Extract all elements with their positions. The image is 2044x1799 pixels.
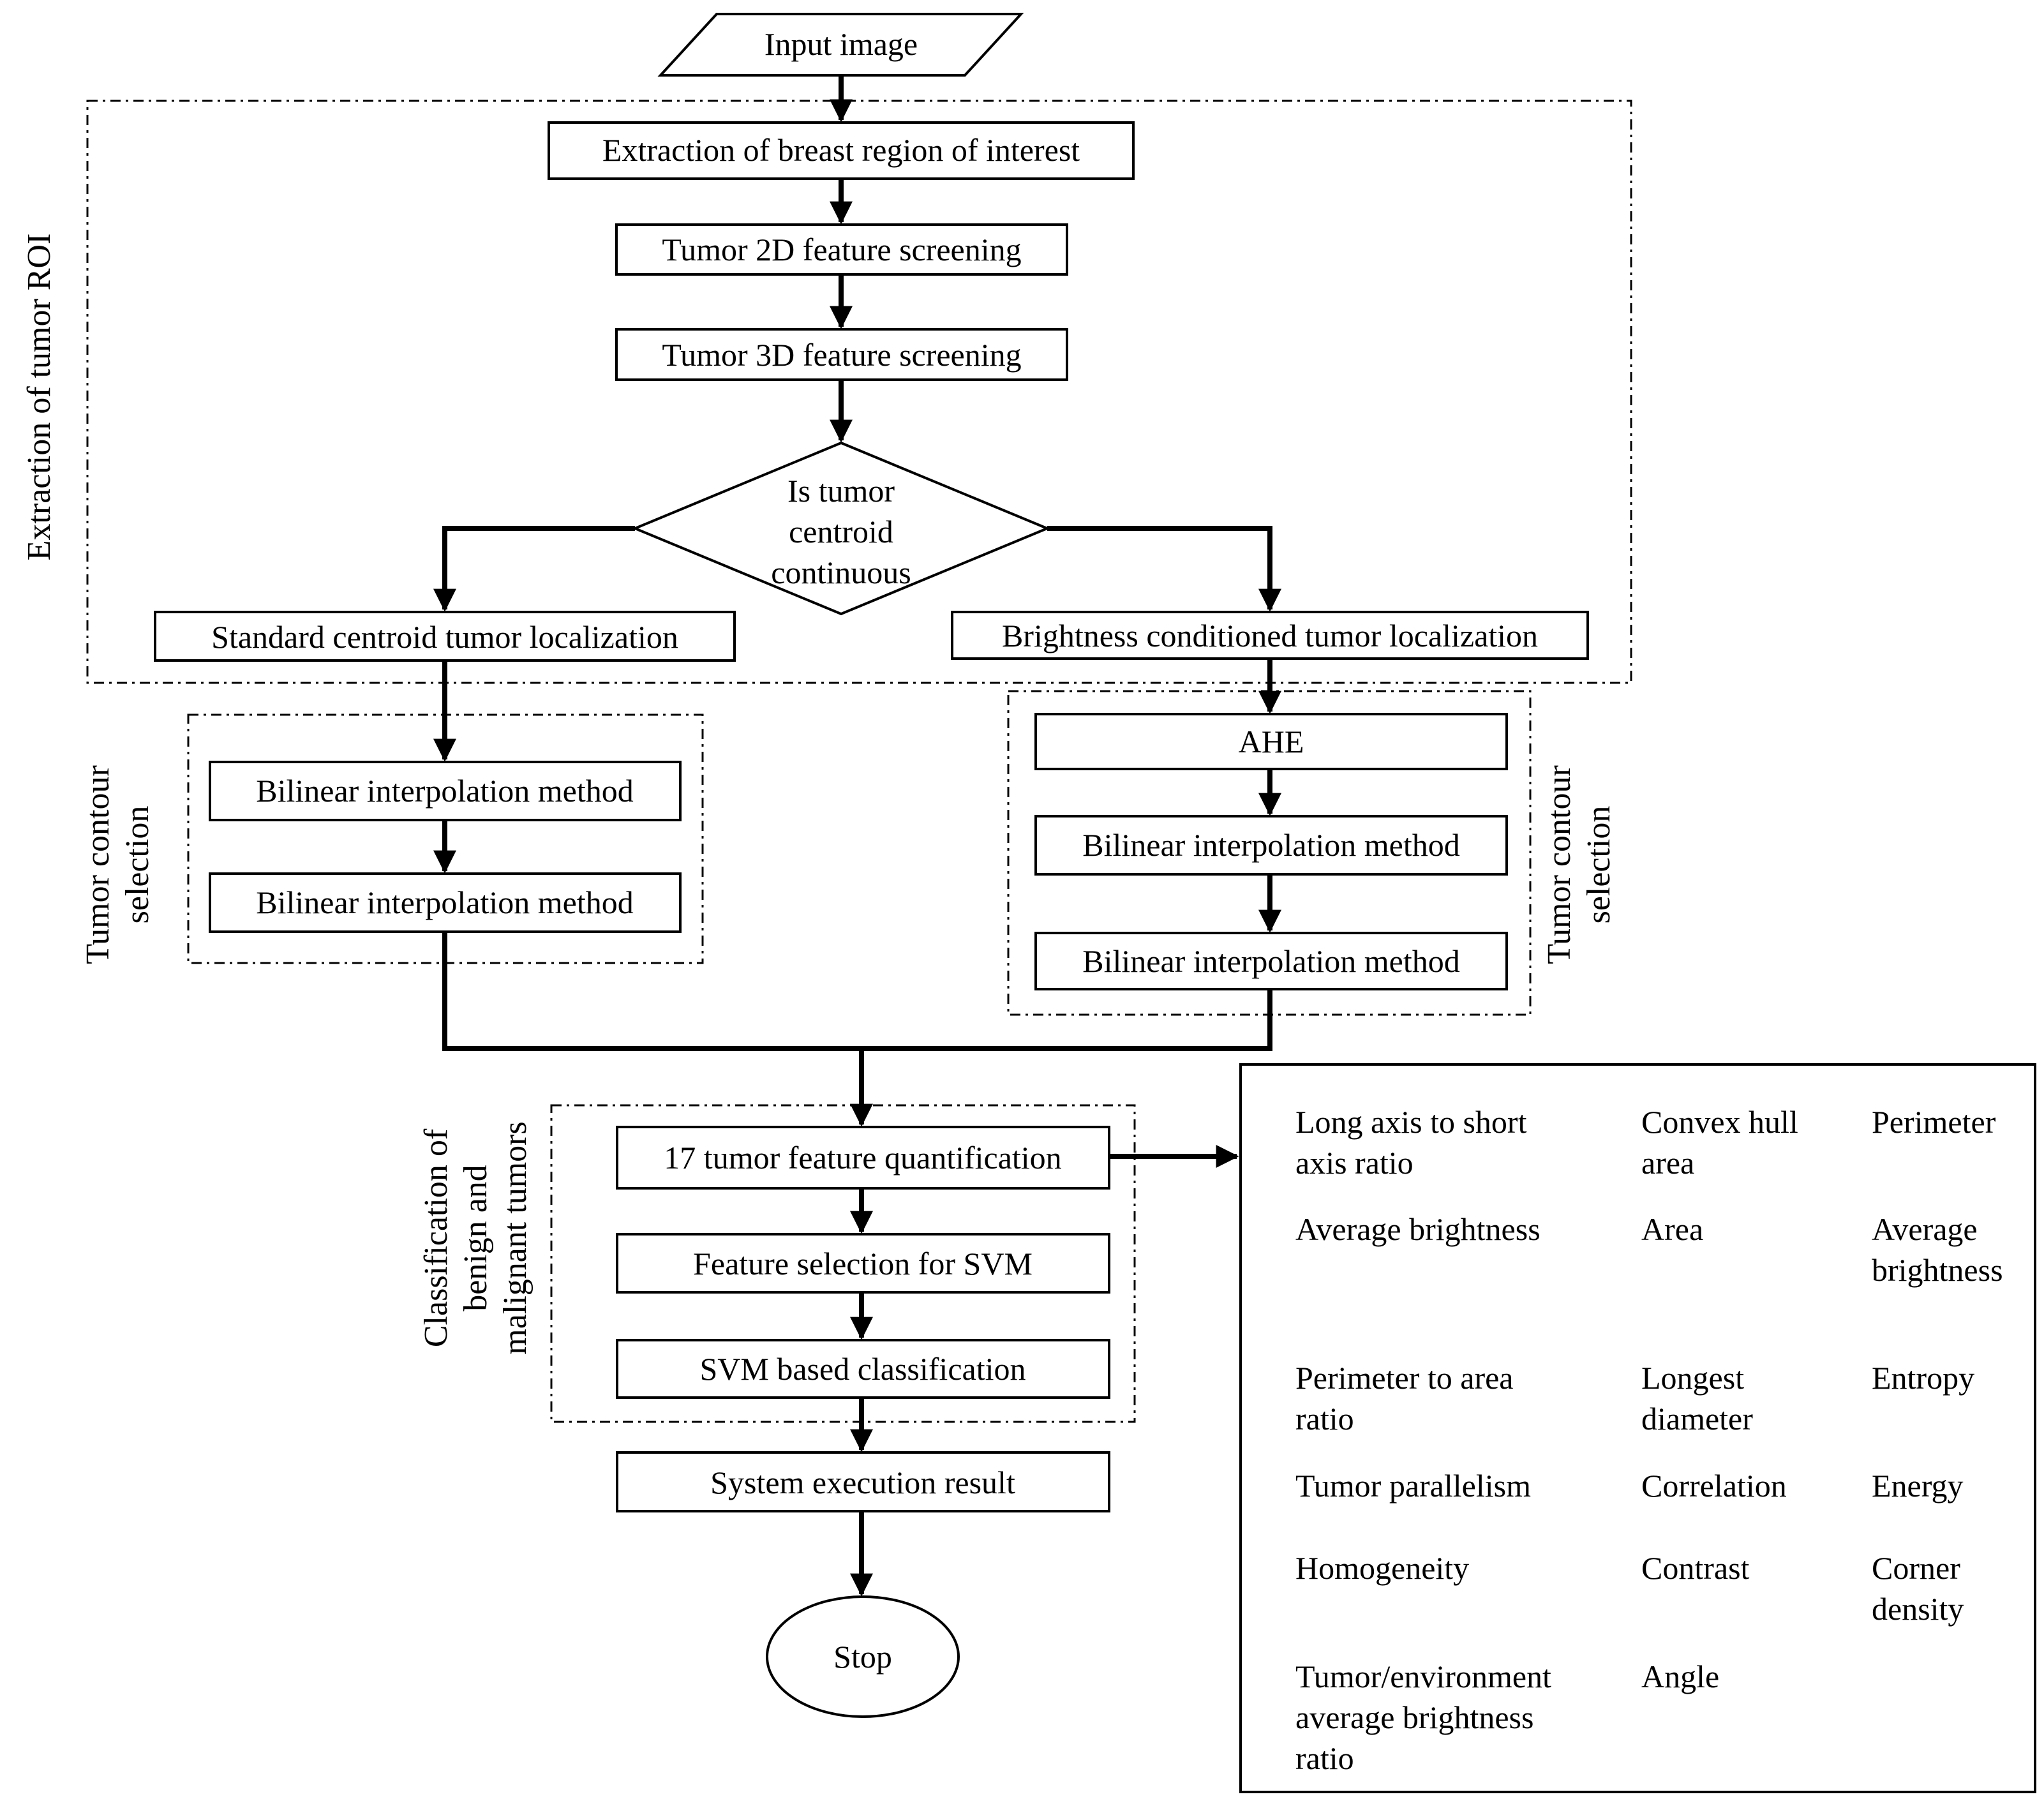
feature-item: Average brightness bbox=[1295, 1211, 1540, 1247]
stop-node bbox=[766, 1595, 960, 1718]
svm-classification-node bbox=[616, 1339, 1110, 1399]
roi-group-box bbox=[86, 100, 1632, 684]
feature-item: ratio bbox=[1295, 1401, 1354, 1437]
feature-item: ratio bbox=[1295, 1740, 1354, 1776]
feature-selection-node bbox=[616, 1233, 1110, 1294]
feature-item: Energy bbox=[1872, 1468, 1963, 1504]
feature-item: Average bbox=[1872, 1211, 1978, 1247]
feature-item: Entropy bbox=[1872, 1360, 1974, 1396]
extract-breast-label: Extraction of breast region of interest bbox=[602, 132, 1080, 168]
left-bilinear-2-node bbox=[209, 872, 682, 933]
feature-item: axis ratio bbox=[1295, 1145, 1414, 1181]
feature-item: Convex hull bbox=[1641, 1104, 1798, 1140]
feature-item: Tumor/environment bbox=[1295, 1659, 1551, 1694]
roi-group-label: Extraction of tumor ROI bbox=[21, 234, 57, 561]
arrow-decision-to-standard bbox=[433, 526, 635, 612]
quantification-label: 17 tumor feature quantification bbox=[664, 1140, 1061, 1176]
contour-right-group-label-2: selection bbox=[1581, 806, 1617, 924]
feature-item: average brightness bbox=[1295, 1699, 1533, 1735]
right-bilinear-2-label: Bilinear interpolation method bbox=[1082, 943, 1460, 979]
input-image-node bbox=[657, 13, 1024, 77]
features-panel bbox=[1239, 1063, 2036, 1793]
input-image-label: Input image bbox=[765, 26, 918, 62]
decision-label-line-2: centroid bbox=[789, 514, 893, 549]
classification-group-label-2: benign and bbox=[458, 1165, 494, 1311]
feature-selection-label: Feature selection for SVM bbox=[693, 1246, 1033, 1281]
svm-classification-label: SVM based classification bbox=[699, 1351, 1026, 1387]
screen-2d-label: Tumor 2D feature screening bbox=[662, 232, 1021, 267]
feature-item: Angle bbox=[1641, 1659, 1719, 1694]
left-bilinear-1-node bbox=[209, 761, 682, 821]
quantification-node bbox=[616, 1126, 1110, 1190]
right-bilinear-2-node bbox=[1034, 932, 1508, 990]
feature-item: Long axis to short bbox=[1295, 1104, 1527, 1140]
feature-item: Tumor parallelism bbox=[1295, 1468, 1531, 1504]
decision-label-line-3: continuous bbox=[771, 555, 911, 590]
feature-item: area bbox=[1641, 1145, 1694, 1181]
stop-label: Stop bbox=[833, 1639, 892, 1675]
screen-3d-node bbox=[615, 328, 1068, 381]
left-bilinear-2-label: Bilinear interpolation method bbox=[256, 885, 634, 920]
feature-item: Longest bbox=[1641, 1360, 1744, 1396]
brightness-localization-node bbox=[951, 611, 1589, 660]
decision-node bbox=[631, 441, 1051, 616]
decision-label-line-1: Is tumor bbox=[787, 473, 895, 509]
screen-3d-label: Tumor 3D feature screening bbox=[662, 337, 1021, 373]
ahe-label: AHE bbox=[1239, 724, 1304, 759]
feature-item: Area bbox=[1641, 1211, 1703, 1247]
system-result-node bbox=[616, 1451, 1110, 1512]
arrow-decision-to-brightness bbox=[1047, 526, 1281, 612]
brightness-localization-label: Brightness conditioned tumor localizatio… bbox=[1002, 618, 1538, 653]
feature-item: brightness bbox=[1872, 1252, 2003, 1288]
feature-item: Homogeneity bbox=[1295, 1550, 1469, 1586]
contour-left-group-label: Tumor contour bbox=[80, 765, 116, 964]
left-bilinear-1-label: Bilinear interpolation method bbox=[256, 773, 634, 809]
right-bilinear-1-label: Bilinear interpolation method bbox=[1082, 827, 1460, 863]
right-bilinear-1-node bbox=[1034, 815, 1508, 876]
standard-localization-label: Standard centroid tumor localization bbox=[211, 619, 678, 655]
standard-localization-node bbox=[154, 611, 736, 662]
feature-item: Correlation bbox=[1641, 1468, 1787, 1504]
classification-group-label-3: malignant tumors bbox=[497, 1121, 533, 1354]
extract-breast-node bbox=[548, 121, 1135, 180]
classification-group-label: Classification of bbox=[418, 1128, 454, 1347]
feature-item: density bbox=[1872, 1591, 1964, 1627]
screen-2d-node bbox=[615, 223, 1068, 276]
features-grid: Long axis to short axis ratio Convex hull a… bbox=[1295, 1104, 2003, 1776]
feature-item: Perimeter to area bbox=[1295, 1360, 1513, 1396]
feature-item: Contrast bbox=[1641, 1550, 1750, 1586]
feature-item: Perimeter bbox=[1872, 1104, 1996, 1140]
feature-item: diameter bbox=[1641, 1401, 1753, 1437]
contour-left-group-label-2: selection bbox=[119, 806, 156, 924]
system-result-label: System execution result bbox=[710, 1465, 1015, 1500]
feature-item: Corner bbox=[1872, 1550, 1960, 1586]
ahe-node bbox=[1034, 713, 1508, 770]
classification-group-box bbox=[550, 1104, 1136, 1423]
merge-line bbox=[442, 932, 1272, 1051]
contour-right-group-label: Tumor contour bbox=[1541, 765, 1578, 964]
